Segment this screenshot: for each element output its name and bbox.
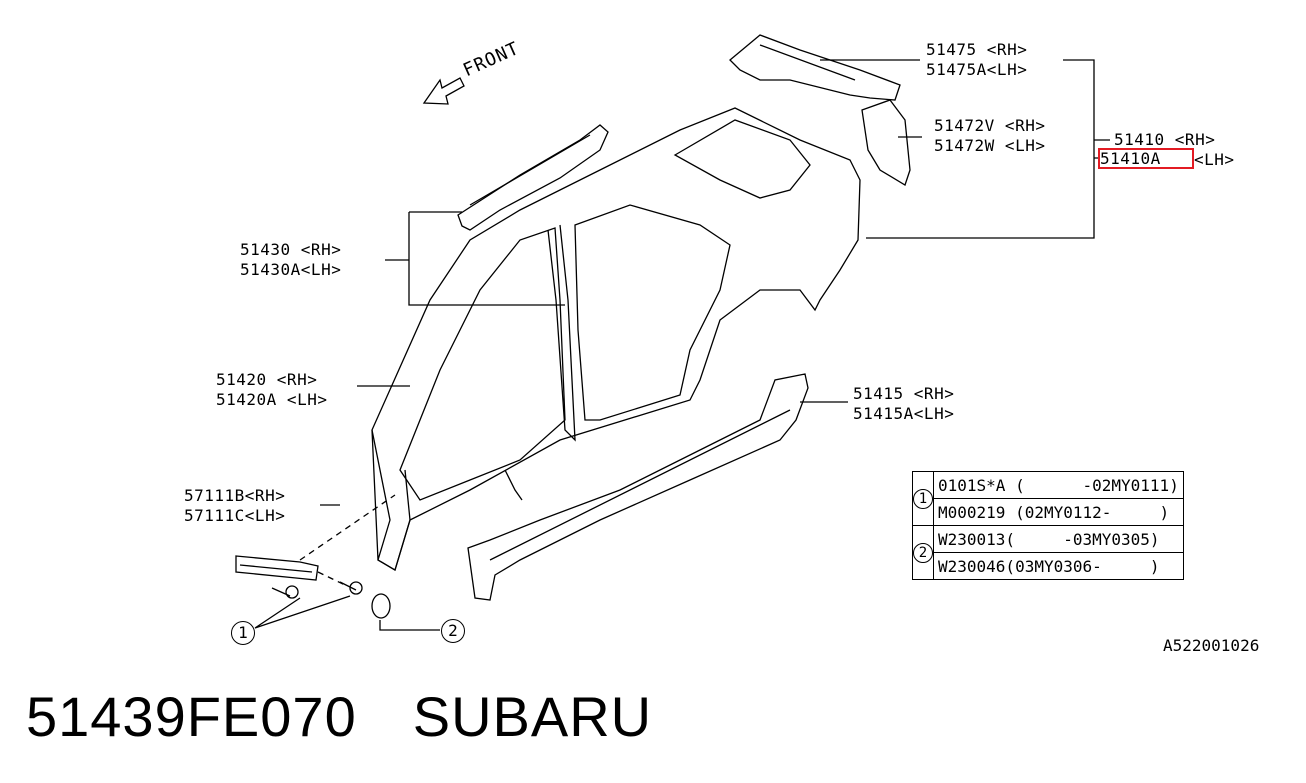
label-51472w[interactable]: 51472W <LH> — [934, 136, 1046, 155]
table-row: 1 0101S*A ( -02MY0111) — [912, 471, 1184, 526]
label-57111c[interactable]: 57111C<LH> — [184, 506, 286, 525]
label-51475a[interactable]: 51475A<LH> — [926, 60, 1028, 79]
callout-2[interactable]: 2 — [441, 619, 465, 643]
table-cell-code[interactable]: W230013( -03MY0305) — [933, 525, 1184, 553]
fastener-code-table: 1 0101S*A ( -02MY0111) M000219 (02MY0112… — [912, 471, 1184, 580]
footer-title: 51439FE070 SUBARU — [26, 684, 708, 749]
part-number: 51439FE070 — [26, 685, 357, 748]
label-51410a-highlighted[interactable]: 51410A — [1098, 148, 1194, 169]
label-51420a[interactable]: 51420A <LH> — [216, 390, 328, 409]
label-57111b[interactable]: 57111B<RH> — [184, 486, 286, 505]
figure-number: A522001026 — [1163, 636, 1260, 655]
leader-51410 — [866, 59, 1095, 239]
table-row: M000219 (02MY0112- ) — [913, 498, 1184, 526]
label-51430[interactable]: 51430 <RH> — [240, 240, 342, 259]
label-51475[interactable]: 51475 <RH> — [926, 40, 1028, 59]
label-51472v[interactable]: 51472V <RH> — [934, 116, 1046, 135]
label-51410[interactable]: 51410 <RH> — [1114, 130, 1216, 149]
label-51430a[interactable]: 51430A<LH> — [240, 260, 342, 279]
label-51415a[interactable]: 51415A<LH> — [853, 404, 955, 423]
callout-1[interactable]: 1 — [231, 621, 255, 645]
label-51415[interactable]: 51415 <RH> — [853, 384, 955, 403]
table-row-number: 2 — [912, 525, 934, 580]
table-cell-code[interactable]: M000219 (02MY0112- ) — [933, 498, 1184, 526]
brand-name: SUBARU — [412, 685, 653, 748]
table-row: 2 W230013( -03MY0305) — [912, 525, 1184, 580]
table-cell-code[interactable]: W230046(03MY0306- ) — [933, 552, 1184, 580]
front-arrow-icon — [422, 77, 465, 105]
table-cell-code[interactable]: 0101S*A ( -02MY0111) — [933, 471, 1184, 499]
table-row: W230046(03MY0306- ) — [913, 552, 1184, 580]
label-51420[interactable]: 51420 <RH> — [216, 370, 318, 389]
table-row-number: 1 — [912, 471, 934, 526]
label-51410a-side: <LH> — [1194, 150, 1235, 169]
